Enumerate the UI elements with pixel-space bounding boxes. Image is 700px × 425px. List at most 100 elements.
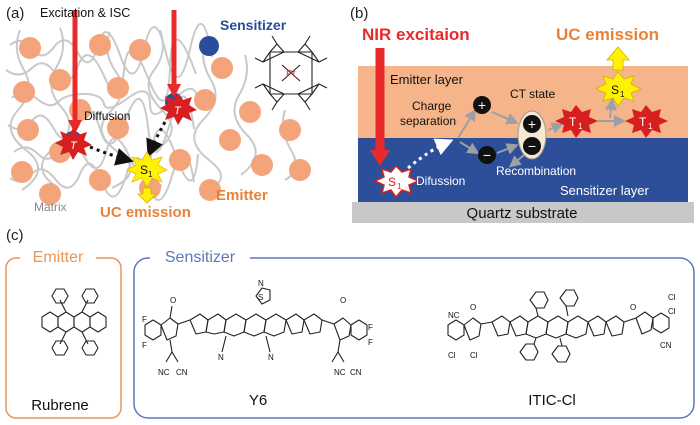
uc-emission-arrow-b xyxy=(606,46,630,71)
uc-emission-label: UC emission xyxy=(100,204,191,221)
minus-symbol: − xyxy=(483,147,491,163)
emitter-molecule xyxy=(107,117,129,139)
itic-atom-label: Cl xyxy=(668,293,676,302)
singlet-subscript-b: 1 xyxy=(397,182,402,191)
emitter-molecule xyxy=(194,89,216,111)
y6-structure xyxy=(144,287,368,363)
triplet-symbol-b: T xyxy=(639,115,647,129)
y6-atom-label: N xyxy=(268,353,274,362)
singlet-symbol-b-yellow: S xyxy=(611,83,619,97)
y6-atom-label: S xyxy=(258,293,263,302)
emitter-molecule xyxy=(219,129,241,151)
emitter-molecule xyxy=(13,81,35,103)
panel-c-label: (c) xyxy=(6,227,24,244)
sensitizer-box-title: Sensitizer xyxy=(165,249,236,266)
triplet-subscript-b: 1 xyxy=(648,122,653,131)
emitter-molecule xyxy=(169,149,191,171)
excitation-arrowhead-1 xyxy=(68,120,82,134)
itic-atom-label: NC xyxy=(448,311,460,320)
y6-atom-label: F xyxy=(142,341,147,350)
emitter-molecule xyxy=(279,119,301,141)
sensitizer-layer-label: Sensitizer layer xyxy=(560,183,650,198)
itic-cl-label: ITIC-Cl xyxy=(528,392,576,409)
ct-minus-symbol: − xyxy=(528,138,536,154)
difussion-label: Difussion xyxy=(416,174,465,188)
emitter-molecule xyxy=(19,37,41,59)
charge-sep-arrow-down xyxy=(459,141,480,155)
triplet-symbol: T xyxy=(174,105,182,117)
quartz-substrate xyxy=(352,202,694,223)
itic-atom-label: CN xyxy=(660,341,672,350)
singlet-star-b: S 1 xyxy=(373,164,420,199)
emitter-molecule xyxy=(289,159,311,181)
triplet-star-left: T xyxy=(55,128,92,160)
singlet-subscript-b-yellow: 1 xyxy=(620,90,625,99)
emitter-molecule xyxy=(49,69,71,91)
emitter-molecule xyxy=(239,101,261,123)
recombination-arrow xyxy=(508,154,525,168)
sensitizer-molecule xyxy=(199,36,219,56)
charge-sep-arrow-up xyxy=(457,108,477,139)
charge-separation-line2: separation xyxy=(400,114,456,128)
panel-b: (b) Quartz substrate NIR excitaion UC em… xyxy=(350,5,694,223)
ct-state-label: CT state xyxy=(510,87,555,101)
panel-a: (a) xyxy=(5,5,328,221)
electron-to-ct-arrow xyxy=(496,143,519,155)
y6-atom-label: N xyxy=(218,353,224,362)
emitter-molecule xyxy=(251,154,273,176)
uc-emission-arrow xyxy=(137,187,157,204)
itic-atom-label: O xyxy=(630,303,636,312)
electron-charge-left: − xyxy=(478,146,496,164)
itic-atom-label: O xyxy=(470,303,476,312)
emitter-layer-label: Emitter layer xyxy=(390,72,464,87)
matrix-label: Matrix xyxy=(34,200,67,214)
tta-to-singlet-arrow xyxy=(605,98,617,119)
y6-atom-label: NC xyxy=(334,368,346,377)
emitter-molecule xyxy=(107,77,129,99)
singlet-subscript: 1 xyxy=(148,170,153,179)
singlet-star: S 1 xyxy=(126,151,168,188)
uc-emission-label-b: UC emission xyxy=(556,25,659,44)
diffusion-arrow-right xyxy=(146,121,167,158)
pt-porphyrin-structure xyxy=(254,35,328,111)
sensitizer-box-title-bg xyxy=(150,248,250,266)
rubrene-label: Rubrene xyxy=(31,397,89,414)
itic-atom-label: Cl xyxy=(470,351,478,360)
y6-atom-label: O xyxy=(170,296,176,305)
y6-atom-label: N xyxy=(258,279,264,288)
emitter-molecule xyxy=(11,161,33,183)
itic-atom-label: Cl xyxy=(668,307,676,316)
hole-to-ct-arrow xyxy=(491,111,519,125)
y6-label: Y6 xyxy=(249,392,267,409)
triplet-star-b-left: T 1 xyxy=(555,105,598,138)
triplet-star-right: T xyxy=(160,93,197,125)
emitter-molecule xyxy=(129,39,151,61)
itic-cl-structure xyxy=(447,289,670,363)
triplet-symbol-b: T xyxy=(569,115,577,129)
emitter-molecule xyxy=(89,34,111,56)
singlet-star-b-yellow: S 1 xyxy=(595,71,642,107)
emitter-molecule xyxy=(199,179,221,201)
excitation-isc-label: Excitation & ISC xyxy=(40,6,130,20)
panel-c: (c) Emitter Rubrene Sensitizer xyxy=(5,227,695,419)
ct-to-triplet-arrow xyxy=(547,122,564,134)
emitter-label: Emitter xyxy=(216,187,268,204)
ct-state-pair: + − xyxy=(517,110,547,160)
difussion-arrow xyxy=(407,138,454,170)
emitter-molecule xyxy=(39,183,61,205)
y6-atom-label: CN xyxy=(350,368,362,377)
emitter-molecule xyxy=(89,169,111,191)
charge-separation-line1: Charge xyxy=(412,99,452,113)
panel-b-label: (b) xyxy=(350,5,368,22)
singlet-symbol-b: S xyxy=(388,175,396,189)
diffusion-label: Diffusion xyxy=(84,109,130,123)
recombination-label: Recombination xyxy=(496,164,576,178)
sensitizer-box xyxy=(133,257,695,419)
emitter-box-title: Emitter xyxy=(33,249,84,266)
emitter-molecule xyxy=(17,119,39,141)
y6-atom-label: F xyxy=(142,315,147,324)
rubrene-structure xyxy=(41,288,107,356)
y6-atom-label: O xyxy=(340,296,346,305)
triplet-symbol: T xyxy=(70,140,78,152)
